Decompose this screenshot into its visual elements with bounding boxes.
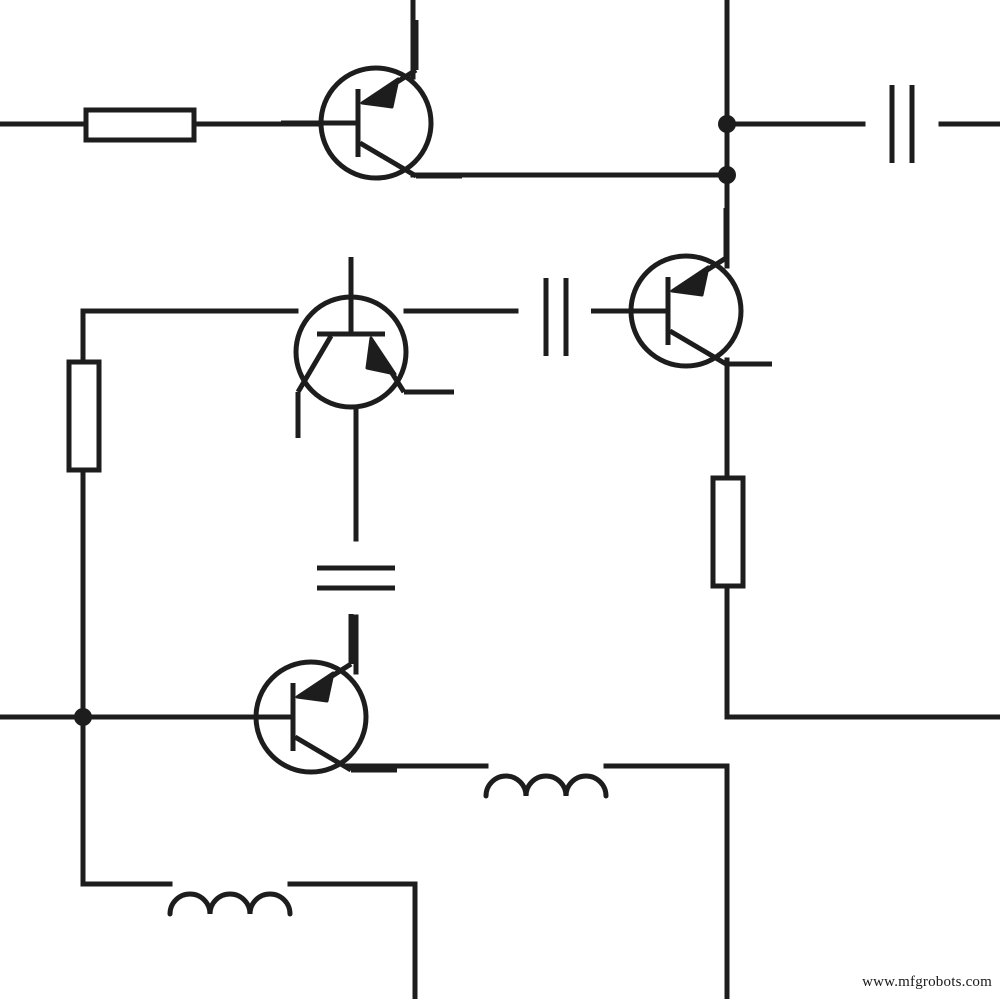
component-transistor-pnp[interactable] <box>281 20 462 181</box>
component-resistor[interactable] <box>66 359 102 473</box>
junction-dot <box>718 166 736 184</box>
component-resistor[interactable] <box>710 475 746 589</box>
site-watermark: www.mfgrobots.com <box>862 974 992 990</box>
component-transistor-pnp[interactable] <box>591 208 772 369</box>
component-layer <box>66 20 915 917</box>
component-resistor[interactable] <box>83 107 197 143</box>
junction-dot <box>74 708 92 726</box>
junction-dot <box>718 115 736 133</box>
junction-layer <box>74 115 736 726</box>
component-inductor[interactable] <box>483 773 609 799</box>
component-inductor[interactable] <box>167 891 293 917</box>
component-transistor-pnp[interactable] <box>216 614 397 775</box>
component-capacitor[interactable] <box>543 278 569 356</box>
component-capacitor[interactable] <box>889 85 915 163</box>
component-capacitor[interactable] <box>317 565 395 591</box>
component-transistor-pnp[interactable] <box>293 257 454 438</box>
